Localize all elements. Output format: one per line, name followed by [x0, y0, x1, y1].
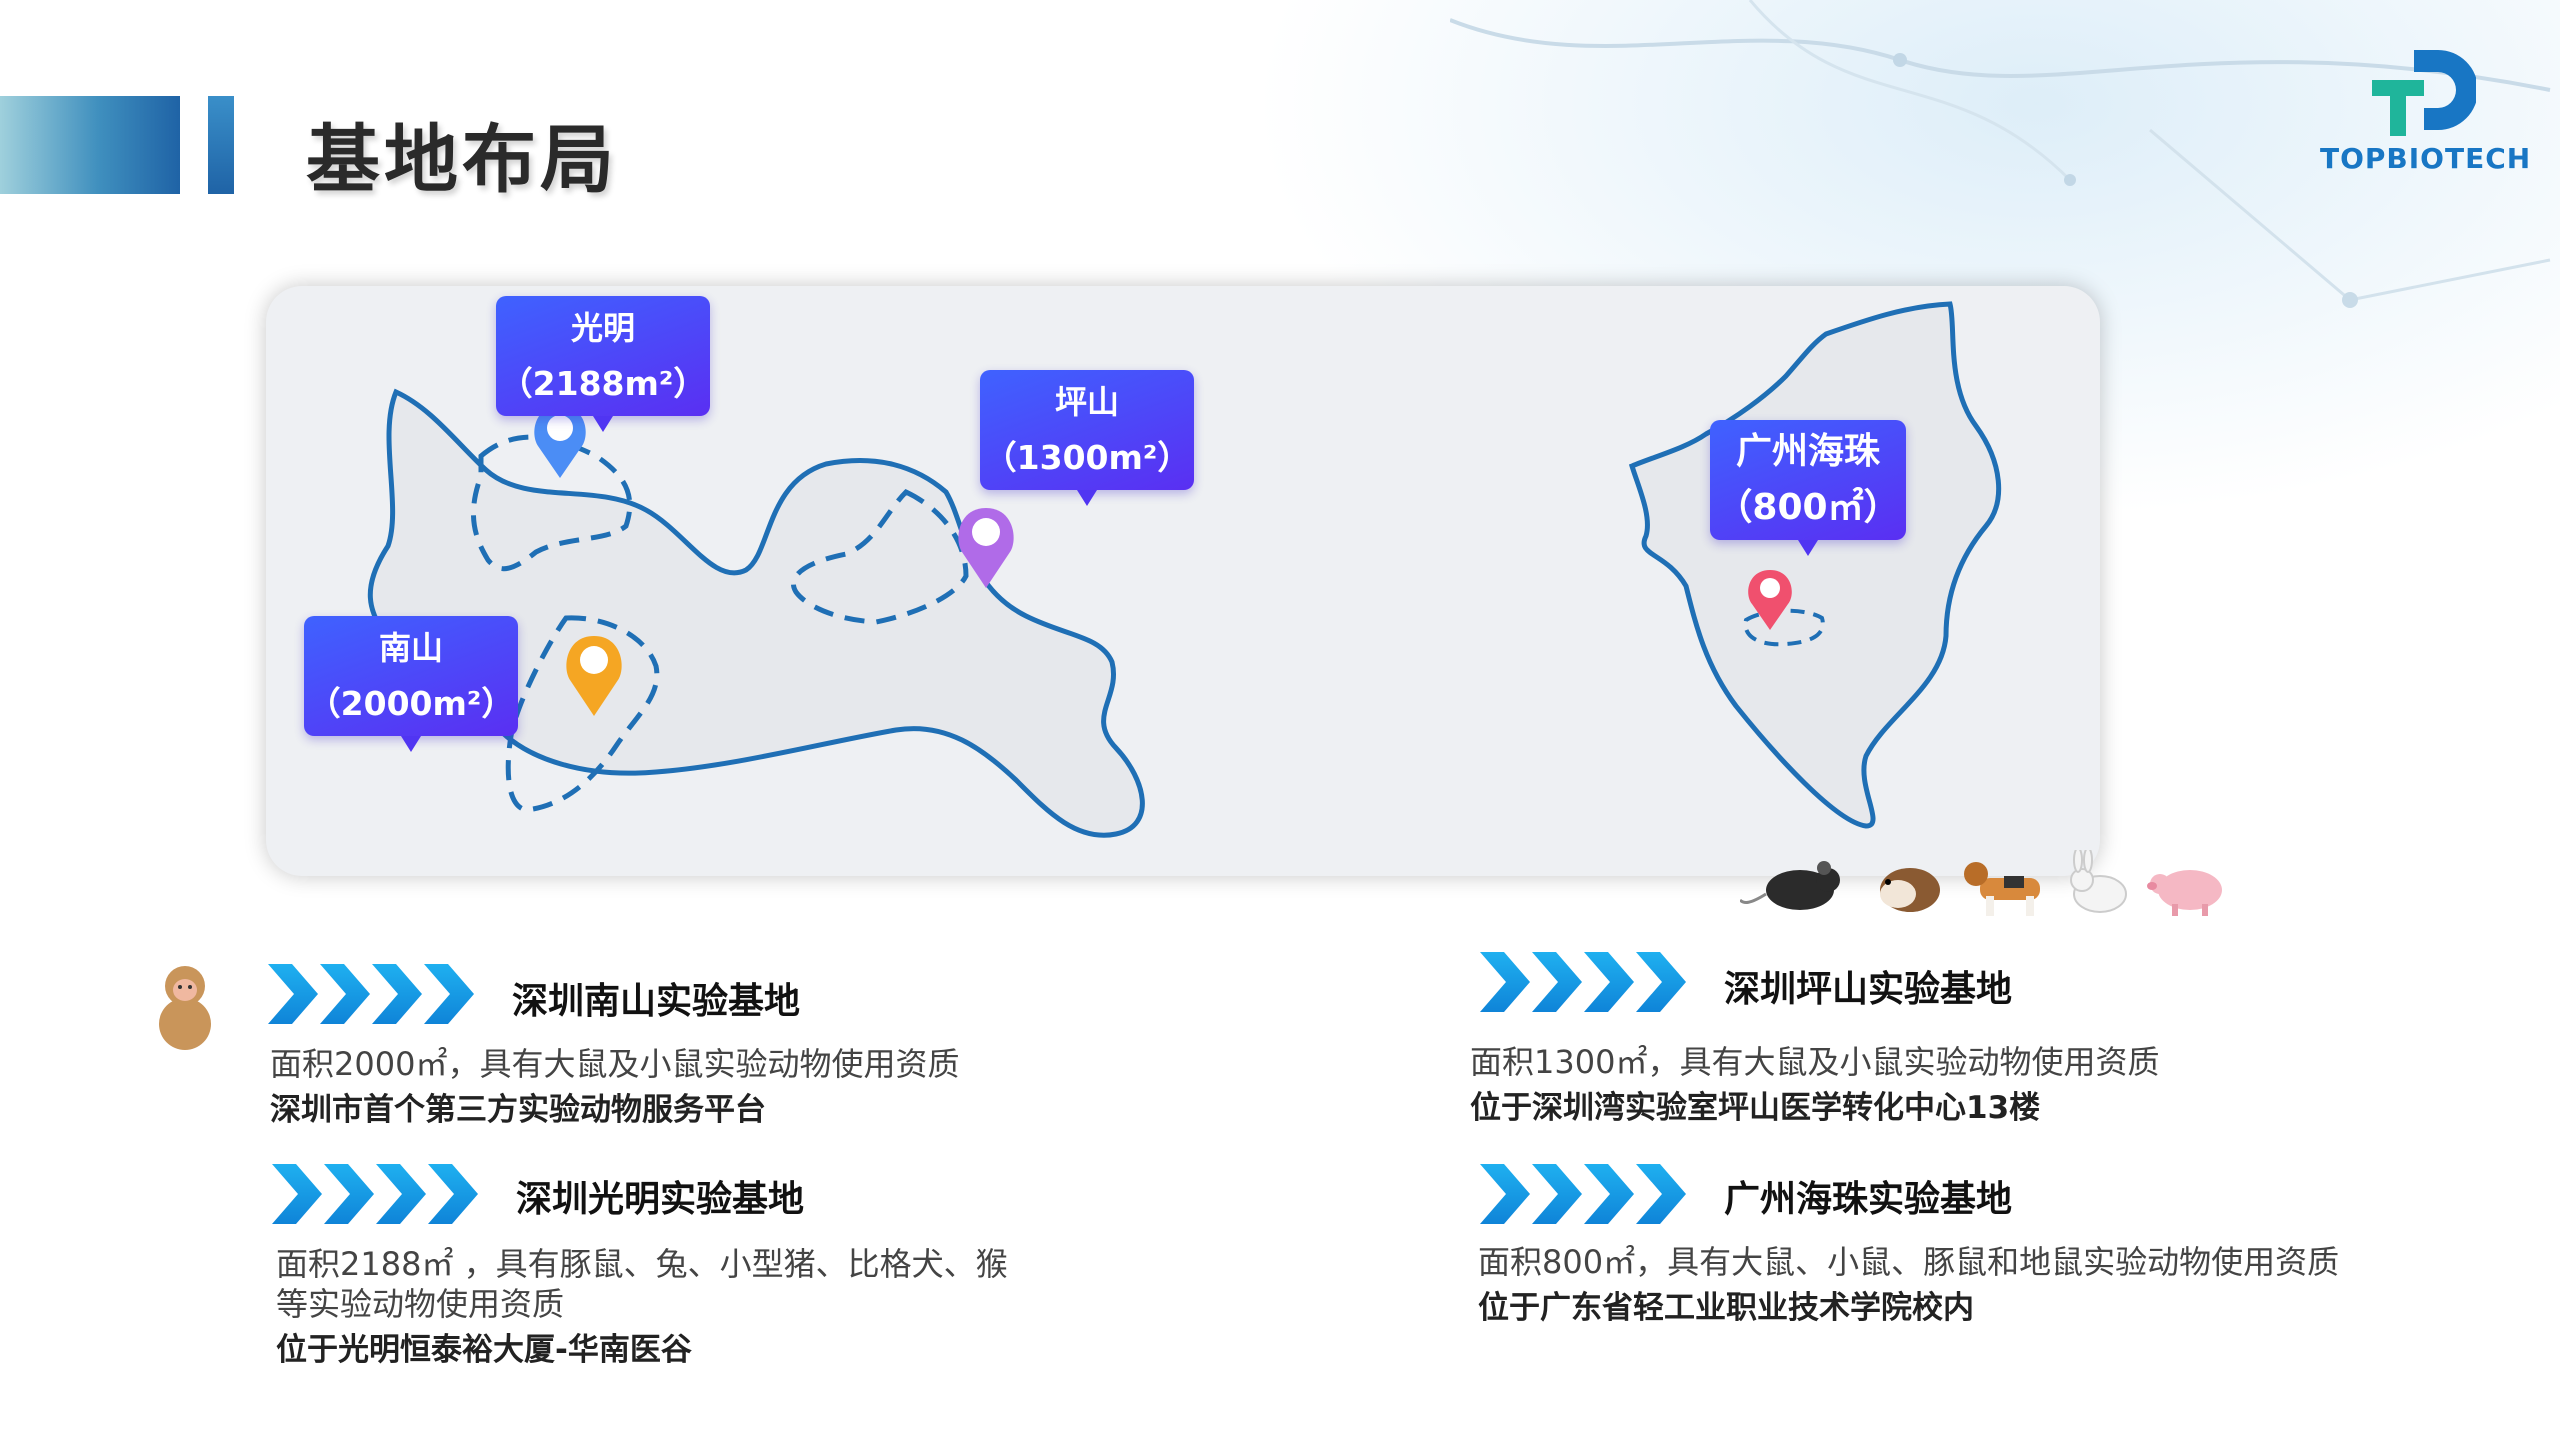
company-logo: TOPBIOTECH: [2320, 44, 2530, 184]
callout-haizhu-name: 广州海珠: [1735, 431, 1880, 472]
pingshan-pin-icon: [958, 508, 1014, 588]
haizhu-pin-icon: [1748, 570, 1792, 630]
pig-icon: [2147, 870, 2222, 916]
callout-nanshan-name: 南山: [378, 629, 443, 667]
rabbit-icon: [2070, 850, 2127, 913]
mouse-icon: [1740, 861, 1840, 910]
section-nanshan-chevrons-icon: [268, 964, 474, 1024]
callout-guangming-name: 光明: [570, 309, 635, 347]
section-nanshan-desc: 面积2000㎡，具有大鼠及小鼠实验动物使用资质: [270, 1045, 960, 1083]
logo-mark-icon: [2372, 50, 2476, 136]
monkey-icon: [159, 966, 211, 1050]
animal-illustrations: [1740, 850, 2222, 916]
section-nanshan-title: 深圳南山实验基地: [512, 981, 801, 1022]
section-pingshan-desc: 面积1300㎡，具有大鼠及小鼠实验动物使用资质: [1470, 1043, 2160, 1081]
callout-haizhu: 广州海珠 （800㎡）: [1710, 420, 1906, 556]
callout-nanshan: 南山 （2000m²）: [304, 616, 518, 752]
section-haizhu-desc: 面积800㎡，具有大鼠、小鼠、豚鼠和地鼠实验动物使用资质: [1478, 1243, 2340, 1281]
logo-text: TOPBIOTECH: [2320, 142, 2532, 175]
beagle-icon: [1964, 862, 2040, 916]
guangming-district-outline: [471, 434, 633, 572]
guinea-pig-icon: [1880, 868, 1940, 912]
callout-guangming: 光明 （2188m²）: [496, 296, 710, 432]
section-guangming-note: 位于光明恒泰裕大厦-华南医谷: [276, 1332, 692, 1368]
section-nanshan-note: 深圳市首个第三方实验动物服务平台: [270, 1092, 766, 1128]
section-pingshan-title: 深圳坪山实验基地: [1724, 969, 2013, 1010]
header-accent-tick: [208, 96, 234, 194]
page-title: 基地布局: [306, 117, 618, 203]
callout-pingshan-area: （1300m²）: [983, 438, 1191, 477]
section-guangming-chevrons-icon: [272, 1164, 478, 1224]
callout-haizhu-area: （800㎡）: [1716, 487, 1900, 528]
callout-guangming-area: （2188m²）: [499, 364, 707, 403]
guangming-pin-icon: [534, 406, 586, 478]
section-pingshan-chevrons-icon: [1480, 952, 1686, 1012]
section-haizhu-chevrons-icon: [1480, 1164, 1686, 1224]
section-haizhu-note: 位于广东省轻工业职业技术学院校内: [1478, 1290, 1974, 1326]
callout-nanshan-area: （2000m²）: [307, 684, 515, 723]
header-accent-bar: [0, 96, 180, 194]
section-guangming-desc-line2: 等实验动物使用资质: [276, 1285, 565, 1323]
guangzhou-outline: [1628, 301, 2002, 829]
callout-pingshan: 坪山 （1300m²）: [980, 370, 1194, 506]
section-haizhu-title: 广州海珠实验基地: [1724, 1179, 2013, 1220]
section-guangming-title: 深圳光明实验基地: [516, 1179, 805, 1220]
callout-pingshan-name: 坪山: [1054, 383, 1119, 421]
nanshan-pin-icon: [566, 636, 622, 716]
background-molecule-lines: [1450, 0, 2551, 308]
section-pingshan-note: 位于深圳湾实验室坪山医学转化中心13楼: [1470, 1090, 2041, 1126]
section-guangming-desc-line1: 面积2188㎡ ，具有豚鼠、兔、小型猪、比格犬、猴: [276, 1245, 1008, 1283]
